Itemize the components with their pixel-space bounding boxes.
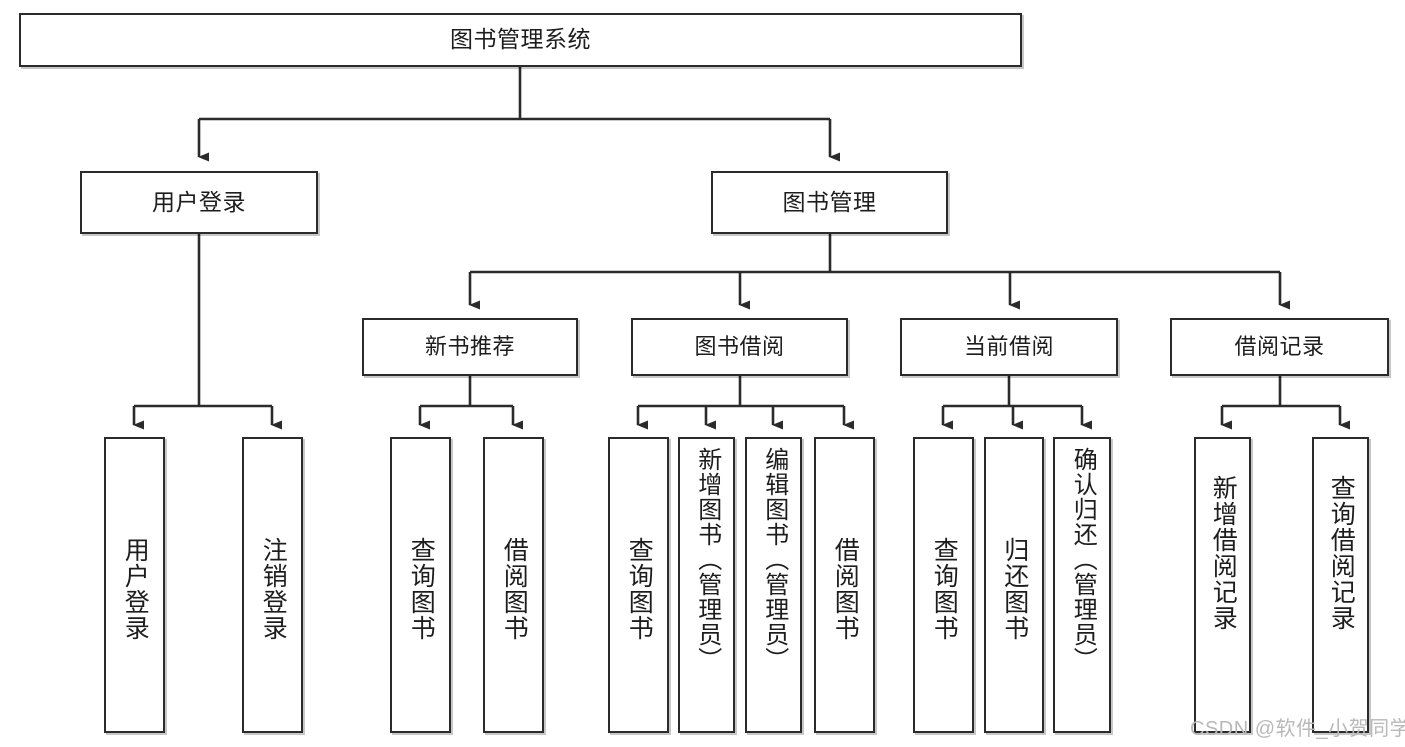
leaf-current-query-books[interactable]: 查询图书: [913, 437, 974, 733]
node-label: 新增图书（管理员）: [693, 447, 721, 672]
leaf-borrow-query-books[interactable]: 查询图书: [608, 437, 669, 733]
node-label: 查询借阅记录: [1327, 475, 1356, 631]
leaf-borrow-add-book-admin[interactable]: 新增图书（管理员）: [678, 437, 735, 733]
node-label: 借阅图书: [500, 537, 529, 641]
leaf-borrow-borrow-books[interactable]: 借阅图书: [814, 437, 875, 733]
node-label: 归还图书: [1000, 537, 1029, 641]
node-current-borrow[interactable]: 当前借阅: [900, 318, 1118, 376]
leaf-newbook-query-books[interactable]: 查询图书: [390, 437, 451, 733]
node-label: 借阅图书: [831, 537, 860, 641]
node-label: 查询图书: [930, 537, 959, 641]
node-label: 编辑图书（管理员）: [760, 447, 788, 672]
leaf-user-login[interactable]: 用户登录: [104, 437, 165, 733]
node-label: 图书管理: [782, 188, 877, 215]
node-borrow-record[interactable]: 借阅记录: [1170, 318, 1389, 376]
node-label: 用户登录: [152, 188, 246, 215]
leaf-current-confirm-return-admin[interactable]: 确认归还（管理员）: [1053, 437, 1111, 733]
node-book-management[interactable]: 图书管理: [711, 171, 948, 234]
node-label: 查询图书: [625, 537, 654, 641]
leaf-record-query-borrow-record[interactable]: 查询借阅记录: [1312, 437, 1369, 733]
node-user-login[interactable]: 用户登录: [80, 171, 318, 234]
node-label: 查询图书: [407, 537, 436, 641]
node-label: 新书推荐: [424, 334, 515, 360]
leaf-newbook-borrow-books[interactable]: 借阅图书: [483, 437, 544, 733]
node-label: 当前借阅: [963, 334, 1054, 360]
watermark: CSDN @软件_小贺同学: [1190, 718, 1405, 740]
node-label: 确认归还（管理员）: [1069, 447, 1097, 672]
node-label: 借阅记录: [1234, 334, 1325, 360]
node-root-library-system[interactable]: 图书管理系统: [19, 13, 1022, 67]
leaf-user-logout[interactable]: 注销登录: [242, 437, 303, 733]
node-label: 注销登录: [259, 537, 288, 641]
leaf-record-add-borrow-record[interactable]: 新增借阅记录: [1194, 437, 1251, 733]
node-label: 图书借阅: [694, 334, 785, 360]
node-new-book-recommend[interactable]: 新书推荐: [362, 318, 578, 376]
node-label: 图书管理系统: [450, 26, 591, 53]
leaf-borrow-edit-book-admin[interactable]: 编辑图书（管理员）: [745, 437, 802, 733]
node-book-borrow[interactable]: 图书借阅: [631, 318, 848, 376]
leaf-current-return-books[interactable]: 归还图书: [984, 437, 1044, 733]
node-label: 新增借阅记录: [1209, 475, 1238, 631]
node-label: 用户登录: [121, 537, 150, 641]
